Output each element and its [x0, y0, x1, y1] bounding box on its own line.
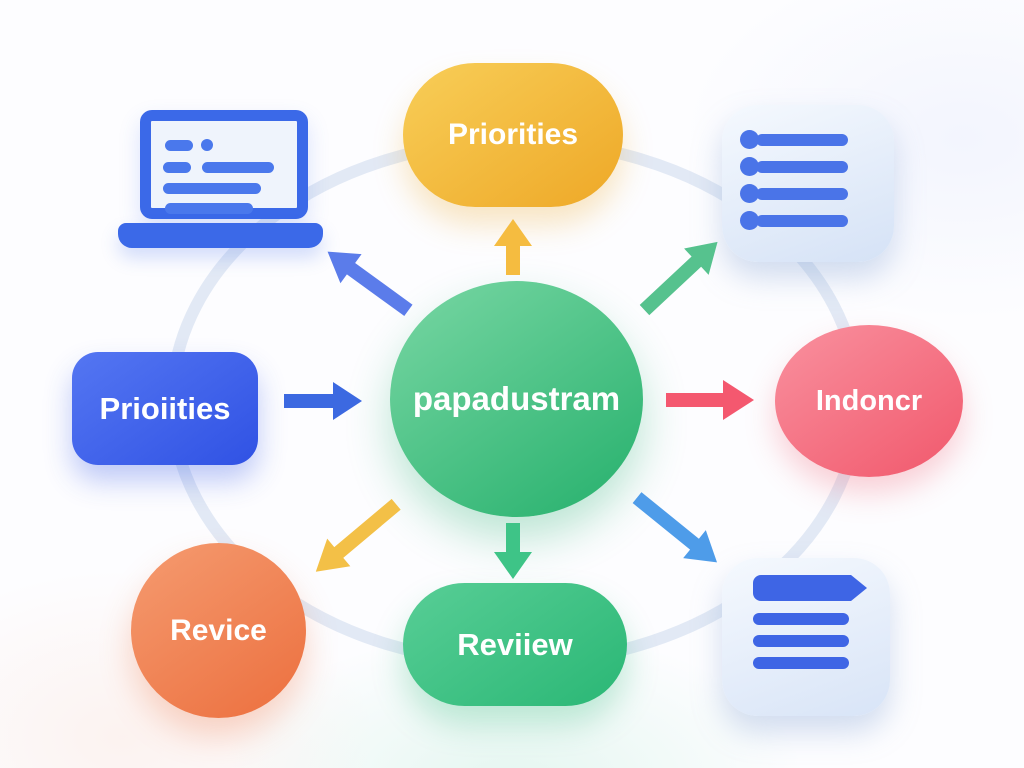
- node-priorities-left: Prioiities: [72, 352, 258, 465]
- node-label: Revice: [170, 613, 267, 647]
- laptop-text-line: [163, 162, 191, 173]
- list-line: [756, 214, 848, 227]
- arrow-center-to-priorities: [493, 219, 533, 275]
- document-line: [753, 657, 849, 669]
- node-priorities-top: Priorities: [403, 63, 623, 207]
- document-title-bar: [753, 575, 867, 601]
- arrow-center-to-revice: [303, 489, 409, 587]
- arrow-center-to-document: [624, 482, 729, 578]
- list-line: [756, 187, 848, 200]
- node-indoncr: Indoncr: [775, 325, 963, 477]
- arrow-center-to-indoncr: [666, 380, 754, 420]
- node-center: papadustram: [390, 281, 643, 517]
- center-label: papadustram: [412, 380, 621, 417]
- list-line: [756, 160, 848, 173]
- node-label: Priorities: [447, 118, 579, 151]
- arrow-center-to-reviiew: [493, 523, 533, 579]
- laptop-text-line: [165, 140, 193, 151]
- arrow-center-to-laptop: [316, 235, 420, 326]
- document-line: [753, 613, 849, 625]
- arrow-left-to-center: [284, 381, 362, 421]
- bulleted-list-icon: [722, 105, 894, 262]
- document-lines-icon: [722, 558, 890, 716]
- list-line: [756, 133, 848, 146]
- laptop-base: [118, 223, 323, 248]
- laptop-text-line: [163, 183, 261, 194]
- laptop-text-dot: [201, 139, 213, 151]
- node-label: Indoncr: [815, 384, 923, 417]
- node-revice: Revice: [131, 543, 306, 718]
- bullet-icon: [740, 211, 759, 230]
- arrow-center-to-checklist: [631, 227, 731, 324]
- bullet-icon: [740, 184, 759, 203]
- laptop-text-line: [202, 162, 274, 173]
- bullet-icon: [740, 130, 759, 149]
- node-label: Reviiew: [457, 626, 573, 662]
- laptop-icon: [118, 105, 323, 250]
- document-line: [753, 635, 849, 647]
- bullet-icon: [740, 157, 759, 176]
- node-label: Prioiities: [99, 390, 231, 426]
- laptop-text-line: [165, 203, 253, 214]
- node-reviiew: Reviiew: [403, 583, 627, 706]
